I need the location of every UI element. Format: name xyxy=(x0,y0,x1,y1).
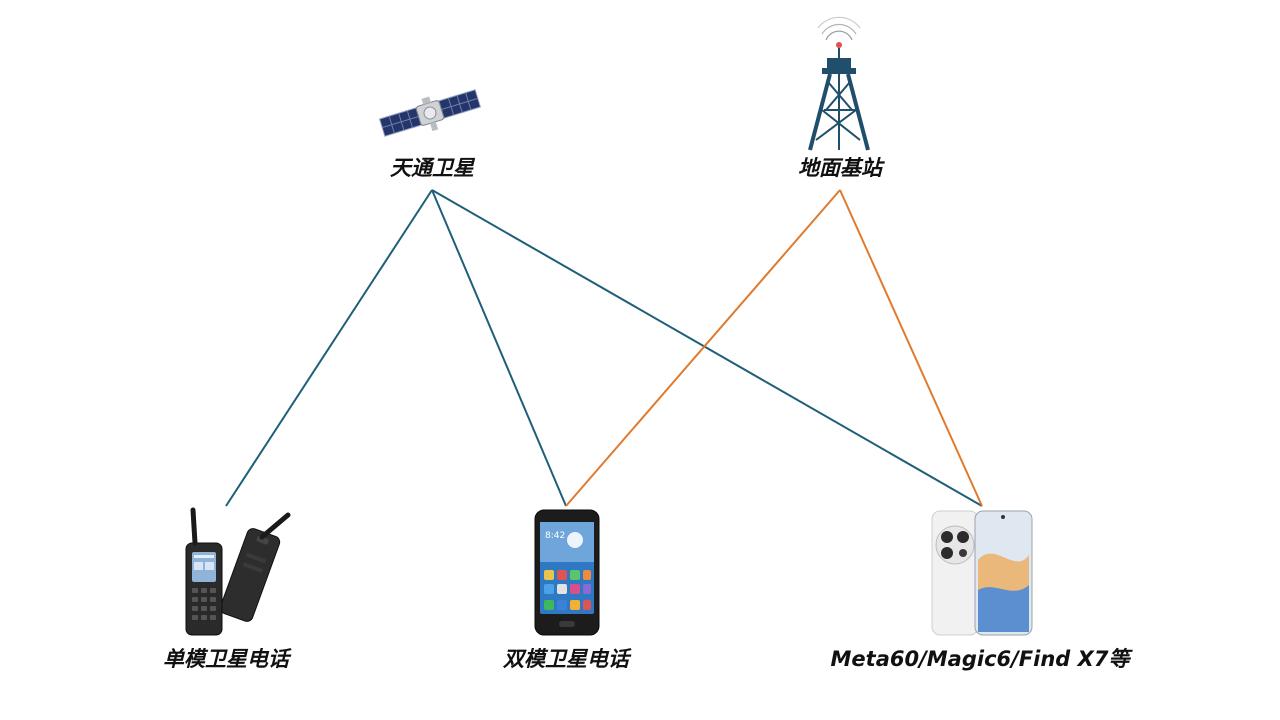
cell-tower-icon xyxy=(808,16,870,151)
link-satellite-single-mode xyxy=(225,189,433,507)
link-satellite-dual-mode xyxy=(431,189,567,507)
link-base-station-dual-mode xyxy=(565,189,841,507)
single-mode-phone-label: 单模卫星电话 xyxy=(163,647,289,671)
satellite-label: 天通卫星 xyxy=(390,156,474,180)
connection-lines xyxy=(225,189,983,507)
base-station-label: 地面基站 xyxy=(798,156,882,180)
smartphone-icon xyxy=(931,510,1033,636)
svg-text:8:42: 8:42 xyxy=(545,531,565,541)
link-satellite-smartphones xyxy=(431,189,983,507)
satellite-icon xyxy=(378,89,482,137)
smartphones-label: Meta60/Magic6/Find X7等 xyxy=(830,647,1130,671)
link-base-station-smartphones xyxy=(839,189,983,507)
dual-mode-phone-label: 双模卫星电话 xyxy=(503,647,629,671)
satellite-phone-icon xyxy=(185,507,291,636)
dual-mode-phone-icon: 8:42 xyxy=(534,509,600,636)
